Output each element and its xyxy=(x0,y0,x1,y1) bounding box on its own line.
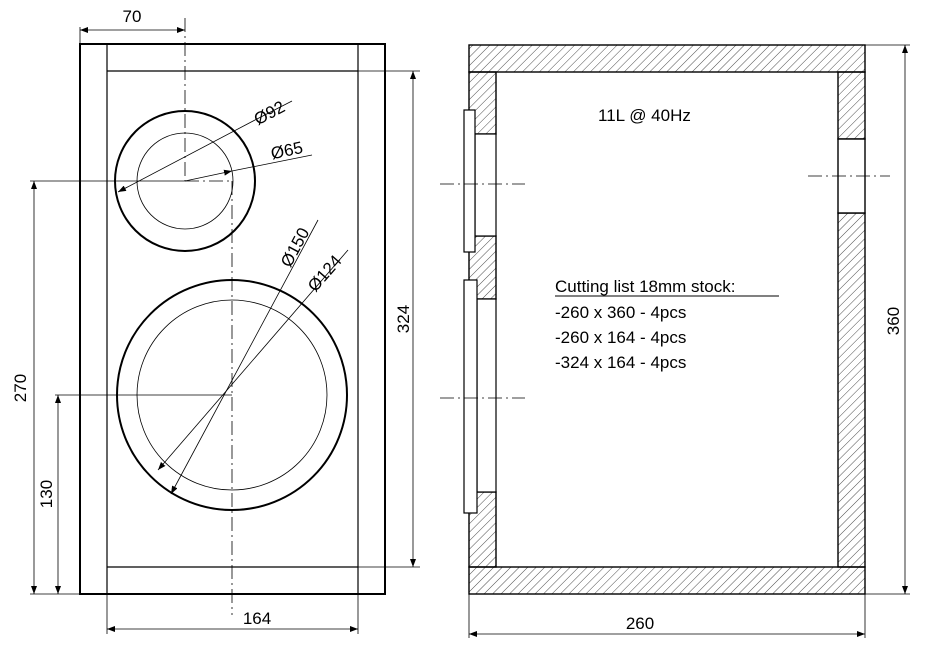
dim-tweeter-cutout-label: Ø65 xyxy=(269,138,304,163)
cutting-list-title: Cutting list 18mm stock: xyxy=(555,277,735,296)
tweeter-cutout-leader xyxy=(184,169,233,182)
dim-270-label: 270 xyxy=(11,374,30,402)
top-panel-section xyxy=(468,44,866,73)
dim-164-label: 164 xyxy=(243,609,271,628)
bottom-panel-section xyxy=(468,566,866,595)
front-view: 70 Ø92 Ø65 Ø150 Ø124 324 270 130 164 xyxy=(11,7,420,634)
dim-260-label: 260 xyxy=(626,614,654,633)
dim-324-label: 324 xyxy=(394,305,413,333)
cutting-list-item: -324 x 164 - 4pcs xyxy=(555,353,686,372)
dim-360-label: 360 xyxy=(884,307,903,335)
woofer-flange xyxy=(463,279,478,514)
baffle-lower xyxy=(468,491,497,568)
back-panel-upper xyxy=(837,71,866,140)
tweeter-cutout-section xyxy=(474,133,497,237)
dim-70-label: 70 xyxy=(123,7,142,26)
cutting-list-item: -260 x 164 - 4pcs xyxy=(555,328,686,347)
front-baffle-outline xyxy=(79,43,386,595)
volume-note: 11L @ 40Hz xyxy=(598,106,691,125)
cutting-list-item: -260 x 360 - 4pcs xyxy=(555,303,686,322)
back-panel-lower xyxy=(837,212,866,568)
tweeter-dia-leader xyxy=(117,119,256,193)
tweeter-cutout-leader-tail xyxy=(231,154,313,172)
woofer-dia-leader xyxy=(170,219,319,495)
tweeter-dia-leader-tail xyxy=(254,100,293,121)
woofer-cutout-section xyxy=(476,298,497,493)
dim-woofer-outer-label: Ø150 xyxy=(277,225,313,271)
side-section-view: 360 260 11L @ 40Hz Cutting list 18mm sto… xyxy=(440,44,910,638)
tweeter-flange xyxy=(463,109,476,253)
dim-130-label: 130 xyxy=(37,480,56,508)
woofer-cutout-leader xyxy=(157,249,349,471)
dim-tweeter-outer-label: Ø92 xyxy=(251,97,288,129)
dim-woofer-cutout-label: Ø124 xyxy=(304,251,346,295)
